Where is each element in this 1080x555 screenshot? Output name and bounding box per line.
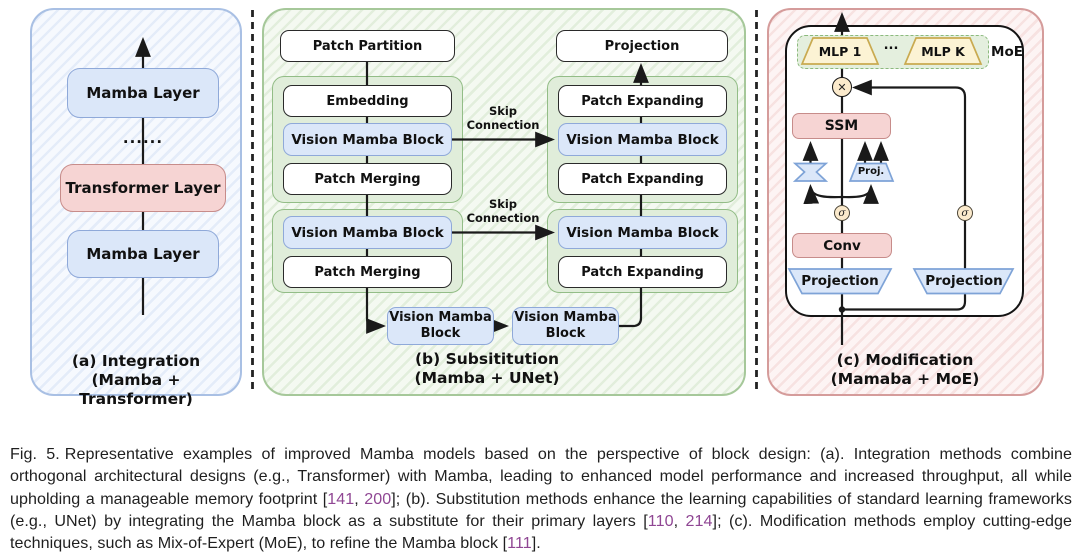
sigma-node-right: σ bbox=[957, 205, 973, 221]
citation-link[interactable]: 111 bbox=[507, 534, 532, 553]
panel-b-caption-line1: (b) Subsititution bbox=[414, 350, 560, 368]
projection-right-trapezoid bbox=[912, 268, 1015, 295]
patch-expanding-box-1: Patch Expanding bbox=[558, 85, 727, 117]
skip-label-line1: Skip bbox=[488, 104, 518, 118]
panel-b-connectors bbox=[365, 62, 649, 334]
projection-left-trapezoid bbox=[787, 268, 893, 295]
ssm-box: SSM bbox=[792, 113, 891, 139]
mamba-layer-box-bottom: Mamba Layer bbox=[67, 230, 219, 278]
citation-link[interactable]: 214 bbox=[685, 511, 713, 530]
vision-mamba-block-box-enc2: Vision Mamba Block bbox=[283, 216, 452, 249]
patch-expanding-box-3: Patch Expanding bbox=[558, 256, 727, 288]
encoder-to-bottleneck-arrow bbox=[365, 288, 386, 334]
skip-connection-label-2: Skip Connection bbox=[460, 197, 546, 225]
panel-c-connectors bbox=[802, 12, 967, 345]
mlp-ellipsis: ... bbox=[883, 38, 899, 53]
moe-label: MoE bbox=[991, 44, 1023, 60]
branch-to-proj-arrow bbox=[841, 184, 879, 204]
gate-feedback-arrow bbox=[852, 79, 967, 206]
caption-segment: Representative examples of improved Mamb… bbox=[10, 445, 1072, 508]
caption-segment: , bbox=[673, 511, 686, 530]
vision-mamba-block-box-enc1: Vision Mamba Block bbox=[283, 123, 452, 156]
skip-label-line2: Connection bbox=[466, 211, 540, 226]
panel-a-caption-line2: (Mamba + Transformer) bbox=[79, 371, 193, 408]
mlp-k-trapezoid bbox=[903, 37, 983, 65]
sigma-node-left: σ bbox=[834, 205, 850, 221]
caption-segment: ]. bbox=[531, 534, 541, 553]
proj-label: Proj. bbox=[857, 166, 885, 177]
panel-c-shapes bbox=[787, 37, 1015, 295]
patch-expanding-box-2: Patch Expanding bbox=[558, 163, 727, 195]
panel-a-caption: (a) Integration (Mamba + Transformer) bbox=[34, 352, 238, 409]
patch-merging-box-2: Patch Merging bbox=[283, 256, 452, 288]
panel-c-caption-line2: (Mamaba + MoE) bbox=[830, 370, 980, 388]
skip-connection-label-1: Skip Connection bbox=[460, 104, 546, 132]
mlp-k-label: MLP K bbox=[921, 44, 965, 59]
patch-partition-box: Patch Partition bbox=[280, 30, 455, 62]
mlp-1-trapezoid bbox=[800, 37, 880, 65]
panel-c-caption: (c) Modification (Mamaba + MoE) bbox=[805, 351, 1005, 389]
vision-mamba-block-bottleneck-1: Vision Mamba Block bbox=[387, 307, 494, 345]
citation-link[interactable]: 110 bbox=[647, 511, 674, 530]
vision-mamba-block-bottleneck-2: Vision Mamba Block bbox=[512, 307, 619, 345]
branch-to-delta-arrow bbox=[803, 184, 843, 205]
vision-mamba-block-box-dec1: Vision Mamba Block bbox=[558, 123, 727, 156]
figure-label: Fig. 5. bbox=[10, 445, 60, 464]
caption-segment: ]; (c). Modification methods employ cutt… bbox=[10, 511, 1072, 553]
vision-mamba-block-box-dec2: Vision Mamba Block bbox=[558, 216, 727, 249]
figure-caption-text: Fig. 5.Representative examples of improv… bbox=[10, 443, 1072, 554]
panel-a-ellipsis: ...... bbox=[122, 129, 164, 147]
panel-b-caption-line2: (Mamba + UNet) bbox=[414, 369, 560, 387]
multiply-node: ✕ bbox=[832, 77, 852, 97]
panel-a-caption-line1: (a) Integration bbox=[71, 352, 201, 370]
mlp-1-label: MLP 1 bbox=[818, 44, 862, 59]
caption-segment: ]; (b). Substitution methods enhance the… bbox=[10, 489, 1073, 530]
panel-separators bbox=[251, 10, 758, 394]
patch-merging-box-1: Patch Merging bbox=[283, 163, 452, 195]
delta-bowtie-shape bbox=[792, 162, 829, 182]
projection-left-label: Projection bbox=[801, 273, 879, 289]
conv-box: Conv bbox=[792, 233, 892, 258]
embedding-box: Embedding bbox=[283, 85, 452, 117]
transformer-layer-box: Transformer Layer bbox=[60, 164, 226, 212]
junction-dot bbox=[838, 306, 846, 313]
citation-link[interactable]: 200 bbox=[364, 489, 392, 508]
mamba-layer-box-top: Mamba Layer bbox=[67, 68, 219, 118]
panel-c-caption-line1: (c) Modification bbox=[836, 351, 974, 369]
proj-trapezoid bbox=[848, 162, 895, 182]
projection-right-label: Projection bbox=[925, 273, 1003, 289]
panel-b-caption: (b) Subsititution (Mamba + UNet) bbox=[387, 350, 587, 388]
skip-label-line2: Connection bbox=[466, 118, 540, 133]
projection-box: Projection bbox=[556, 30, 728, 62]
caption-segment: , bbox=[354, 489, 365, 508]
citation-link[interactable]: 141 bbox=[327, 489, 355, 508]
skip-label-line1: Skip bbox=[488, 197, 518, 211]
